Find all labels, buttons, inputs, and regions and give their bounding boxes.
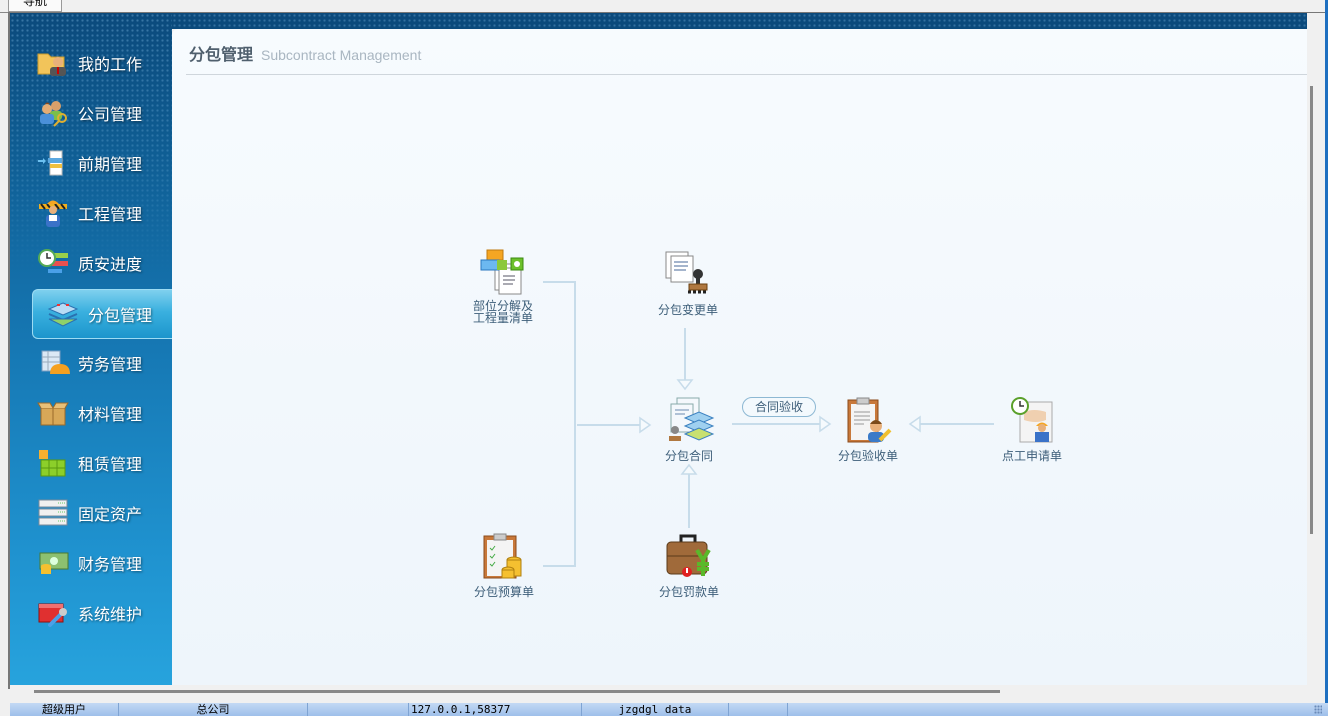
resize-grip-icon[interactable] [1314,705,1322,714]
sidebar-item-label: 系统维护 [78,605,143,624]
flow-node-labor-request[interactable]: 点工申请单 [982,396,1082,462]
node-label: 分包合同 [664,449,713,463]
flow-node-penalty[interactable]: 分包罚款单 [639,532,739,598]
documents-stamp-icon [662,250,714,302]
page-subtitle: Subcontract Management [261,47,422,63]
clipboard-user-pen-icon [842,396,894,448]
status-bar: 超级用户 总公司 127.0.0.1,58377 jzgdgl data [10,703,1328,716]
status-user: 超级用户 [10,703,119,716]
sidebar-item-label: 我的工作 [78,55,143,74]
sidebar-item-label: 租赁管理 [78,455,143,474]
sidebar-item-label: 劳务管理 [78,355,143,374]
sidebar-item-label: 公司管理 [78,105,143,124]
sidebar [10,13,172,685]
edge-label-contract-acceptance: 合同验收 [742,397,816,417]
status-empty [729,703,788,716]
page-title: 分包管理 [189,45,254,64]
flow-node-contract[interactable]: 分包合同 [639,396,739,462]
main-panel: 分包管理 Subcontract Management [172,29,1307,685]
sidebar-item-leasing[interactable]: 租赁管理 [22,441,162,485]
clock-bars-icon [36,248,70,278]
sidebar-item-label: 财务管理 [78,555,143,574]
sidebar-item-my-work[interactable]: 我的工作 [22,41,162,85]
node-label: 分包罚款单 [658,585,719,599]
node-label: 部位分解及工程量清单 [472,299,533,325]
node-label: 分包验收单 [837,449,898,463]
sidebar-item-preliminary[interactable]: 前期管理 [22,141,162,185]
status-address: 127.0.0.1,58377 [409,703,582,716]
status-company: 总公司 [119,703,308,716]
status-database: jzgdgl data [582,703,729,716]
page-header: 分包管理 Subcontract Management [189,41,421,65]
node-label: 分包预算单 [473,585,534,599]
flow-node-acceptance[interactable]: 分包验收单 [818,396,918,462]
form-arrow-icon [36,148,70,178]
folder-user-icon [36,48,70,78]
sidebar-item-label: 工程管理 [78,205,143,224]
flow-node-budget[interactable]: 分包预算单 [454,532,554,598]
sidebar-item-system[interactable]: 系统维护 [22,591,162,635]
sidebar-item-fixed-assets[interactable]: 固定资产 [22,491,162,535]
toolbox-wrench-icon [36,598,70,628]
tab-navigation[interactable]: 导航 [8,0,62,12]
sidebar-item-materials[interactable]: 材料管理 [22,391,162,435]
layers-icon [46,299,80,329]
vertical-scrollbar[interactable] [1310,86,1313,534]
header-divider [186,74,1307,75]
horizontal-scrollbar[interactable] [34,690,1000,693]
sidebar-item-quality-safety[interactable]: 质安进度 [22,241,162,285]
box-icon [36,398,70,428]
money-coins-icon [36,548,70,578]
clipboard-coins-icon [478,532,530,584]
status-empty [308,703,409,716]
sidebar-item-label: 固定资产 [78,505,143,524]
users-key-icon [36,98,70,128]
sidebar-item-label: 质安进度 [78,255,143,274]
sheet-helmet-icon [36,348,70,378]
sidebar-item-company[interactable]: 公司管理 [22,91,162,135]
node-label: 点工申请单 [1001,449,1062,463]
green-blocks-icon [36,448,70,478]
sidebar-item-labor[interactable]: 劳务管理 [22,341,162,385]
blocks-document-icon [477,246,529,298]
clock-hand-worker-icon [1006,396,1058,448]
contract-stamp-icon [663,396,715,448]
sidebar-item-finance[interactable]: 财务管理 [22,541,162,585]
briefcase-yen-icon [663,532,715,584]
sidebar-item-label: 材料管理 [78,405,143,424]
world-map-pattern [10,13,172,273]
server-rack-icon [36,498,70,528]
worker-barrier-icon [36,198,70,228]
sidebar-item-label: 前期管理 [78,155,143,174]
sidebar-item-subcontract[interactable]: 分包管理 [32,289,173,339]
header-banner [172,13,1307,29]
flow-node-change[interactable]: 分包变更单 [638,250,738,316]
sidebar-item-label: 分包管理 [88,306,153,325]
node-label: 分包变更单 [657,303,718,317]
flow-node-breakdown[interactable]: 部位分解及工程量清单 [453,246,553,324]
sidebar-item-engineering[interactable]: 工程管理 [22,191,162,235]
window-edge [1325,0,1328,716]
